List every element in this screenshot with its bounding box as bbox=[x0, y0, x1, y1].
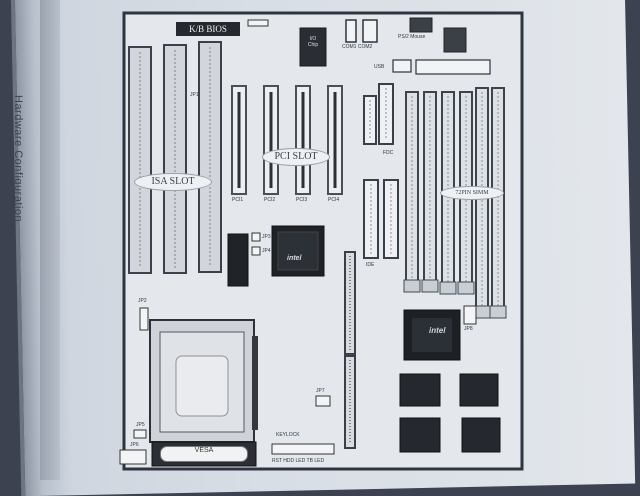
ide-connector-2 bbox=[383, 179, 399, 259]
pci2-label: PCI2 bbox=[264, 197, 276, 203]
jp6-label: JP6 bbox=[130, 442, 139, 448]
jp2-label: JP2 bbox=[138, 298, 147, 304]
com-ports-label: COM1 COM2 bbox=[342, 44, 373, 50]
simm-latches bbox=[403, 279, 507, 319]
isa-slot-label: ISA SLOT bbox=[134, 173, 212, 191]
isa-slot-pins bbox=[139, 47, 211, 268]
ps2-connectors bbox=[409, 17, 467, 53]
zif-lever bbox=[252, 336, 258, 430]
usb-header bbox=[392, 59, 491, 75]
page-margin-strip bbox=[40, 0, 60, 480]
ide-fdc-pins bbox=[369, 88, 392, 254]
io-chip bbox=[299, 27, 327, 67]
kb-bios-label: K/B BIOS bbox=[176, 22, 240, 36]
front-panel-bottom-label: RST HDD LED TB LED bbox=[272, 458, 325, 464]
pci-slot-label: PCI SLOT bbox=[262, 148, 330, 166]
pci-slot-centers bbox=[237, 92, 337, 188]
jp4-label: JP4 bbox=[262, 248, 271, 254]
jp1-label: JP1 bbox=[190, 92, 199, 98]
cpu-logo: intel bbox=[429, 326, 446, 335]
simm-slot-label: 72PIN SIMM bbox=[440, 186, 504, 200]
jp8-label: JP8 bbox=[464, 326, 473, 332]
pci3-label: PCI3 bbox=[296, 197, 308, 203]
ide-fdc-connectors bbox=[363, 83, 399, 259]
jp5-label: JP5 bbox=[136, 422, 145, 428]
motherboard-diagram: K/B BIOS I/O Chip ISA SLOT PCI SLOT 72PI… bbox=[119, 11, 524, 471]
pci4-label: PCI4 bbox=[328, 197, 340, 203]
usb-label: USB bbox=[374, 64, 385, 70]
ps2-mouse-label: PS/2 Mouse bbox=[398, 34, 426, 40]
motherboard-drawing bbox=[119, 11, 524, 471]
small-chip bbox=[227, 233, 249, 287]
ide-connector-1 bbox=[363, 179, 379, 259]
jumper-blocks bbox=[119, 305, 477, 465]
cache-chips bbox=[399, 373, 501, 453]
pci1-label: PCI1 bbox=[232, 197, 244, 203]
io-chip-label: I/O Chip bbox=[307, 36, 319, 48]
vl-connector-1 bbox=[344, 251, 356, 355]
jp7-label: JP7 bbox=[316, 388, 325, 394]
chipset-logo: intel bbox=[287, 255, 302, 262]
jumper-header-top bbox=[247, 19, 269, 27]
vesa-label: VESA bbox=[160, 446, 248, 462]
ide-label: IDE bbox=[366, 262, 375, 268]
jumpers-near-chipset bbox=[251, 232, 261, 256]
front-panel-top-label: KEYLOCK bbox=[276, 432, 300, 438]
fdc-label: FDC bbox=[383, 150, 394, 156]
jp3-label: JP3 bbox=[262, 234, 271, 240]
com-headers bbox=[345, 19, 378, 43]
